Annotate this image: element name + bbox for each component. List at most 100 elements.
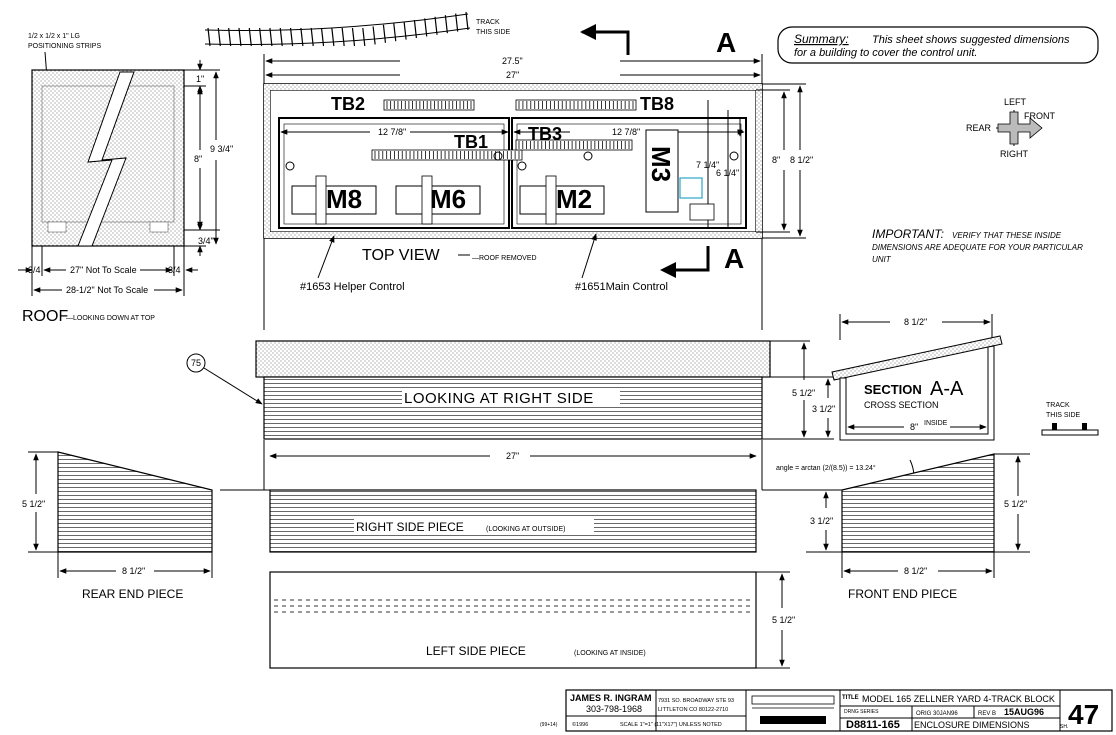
roof-dim-1: 1" [196,74,204,84]
summary-box: Summary: This sheet shows suggested dime… [777,26,1099,64]
roof-strips-label-1: 1/2 x 1/2 x 1" LG [28,33,80,40]
section-walls [839,345,995,441]
roof-strips-label-2: POSITIONING STRIPS [28,43,101,50]
summary-line1: This sheet shows suggested dimensions [872,34,1070,46]
right-piece-note: (LOOKING AT OUTSIDE) [486,526,565,533]
track-icon-right: TRACK THIS SIDE [1041,402,1099,436]
tb1-label: TB1 [454,132,488,152]
m3-module [645,129,679,213]
left-side-piece [269,571,757,669]
roof-dim-left-3-4: 3/4 [28,265,41,275]
dim-12-7-8-left: 12 7/8" [378,127,406,137]
track-icon-top: TRACK THIS SIDE [204,11,511,47]
right-side-view: LOOKING AT RIGHT SIDE 75 5 1/2" 3 1/2" [186,238,835,440]
tb-scale-note: SCALE 1"=1" (11"X17") UNLESS NOTED [620,722,722,728]
m6-label: M6 [430,184,466,214]
section-letters: A-A [930,378,964,400]
roof-subtitle: —LOOKING DOWN AT TOP [66,315,155,322]
top-dim-27-5: 27.5" [502,56,523,66]
right-side-view-label: LOOKING AT RIGHT SIDE [404,390,594,407]
important-note: IMPORTANT: VERIFY THAT THESE INSIDE DIME… [872,227,1083,264]
top-view-title: TOP VIEW [362,247,441,264]
front-height: 5 1/2" [1004,499,1027,509]
section-dim-8: 8" [910,422,918,432]
roof-edge [255,340,771,378]
tb-phone: 303-798-1968 [586,704,642,714]
top-dim-8-1-2: 8 1/2" [790,155,813,165]
roof-title: ROOF [22,308,68,325]
tb-small-code: (99+14) [540,722,558,728]
section-view: 8 1/2" SECTION A-A CROSS SECTION 8" INSI… [831,314,1003,441]
section-arrow-bottom: A [660,243,744,278]
compass-right: RIGHT [1000,149,1029,159]
m2-label: M2 [556,184,592,214]
tb-title-line2: ENCLOSURE DIMENSIONS [914,720,1030,730]
tb-sheet-number: 47 [1068,699,1099,730]
pieces-dim-27: 27" [506,451,519,461]
important-line1: VERIFY THAT THESE INSIDE [952,231,1062,240]
roof-dim-9-3-4: 9 3/4" [210,144,233,154]
break-symbol [77,71,135,247]
angle-note: angle = arctan (2/(8.5)) = 13.24° [776,464,876,472]
tb-rev-date: 15AUG96 [1004,707,1044,717]
pieces: 27" 5 1/2" 8 1/2" REAR END PIECE RIGHT S… [22,440,1030,669]
section-arrow-top: A [580,24,736,58]
section-dim-top: 8 1/2" [904,317,927,327]
m2-module [519,185,605,215]
front-inner-height: 3 1/2" [810,516,833,526]
compass-left: LEFT [1004,97,1027,107]
tb-author: JAMES R. INGRAM [570,693,652,703]
dim-6-1-4: 6 1/4" [716,168,739,178]
highlight-box [679,177,703,199]
important-line3: UNIT [872,255,892,264]
top-dim-8: 8" [772,155,780,165]
tb-title-line1: MODEL 165 ZELLNER YARD 4-TRACK BLOCK [862,694,1055,704]
positioning-strip-right [149,221,169,233]
tb-drawing-series-label: DRNG SERIES [844,709,879,715]
m8-module [291,185,377,215]
summary-line2: for a building to cover the control unit… [794,47,977,59]
right-piece-label: RIGHT SIDE PIECE [356,520,464,534]
roof-dim-3-4: 3/4" [198,236,214,246]
tb-sheet-label: SH. [1060,724,1068,730]
rear-width: 8 1/2" [122,566,145,576]
compass-rear: REAR [966,123,992,133]
front-width: 8 1/2" [904,566,927,576]
rear-end-piece [57,451,213,553]
tb-drawing-number: D8811-165 [846,719,900,731]
tb-rev: REV B [978,711,996,717]
track-top-line2: THIS SIDE [476,29,511,36]
callout-circle [186,353,206,373]
tb-title-label: TITLE [842,695,859,701]
top-view-subtitle: —ROOF REMOVED [472,255,537,262]
roof-dim-8: 8" [194,154,202,164]
m6-module [395,185,481,215]
compass: LEFT FRONT REAR RIGHT [966,97,1055,159]
top-dim-27: 27" [506,70,519,80]
locomotive-logo [751,695,835,724]
side-wall [263,376,763,440]
important-heading: IMPORTANT: [872,227,944,241]
tb-address1: 7931 SO. BROADWAY STE 93 [658,698,734,704]
rear-height: 5 1/2" [22,499,45,509]
main-control-label: #1651Main Control [575,281,668,293]
tb2-label: TB2 [331,94,365,114]
section-title: SECTION [864,382,922,397]
title-block: JAMES R. INGRAM 303-798-1968 7931 SO. BR… [540,689,1113,732]
dim-7-1-4: 7 1/4" [696,160,719,170]
positioning-strip-left [47,221,67,233]
section-roof [831,335,1003,381]
rear-label: REAR END PIECE [82,587,183,601]
roof-panel [31,69,185,247]
helper-control-label: #1653 Helper Control [300,281,405,293]
left-piece-label: LEFT SIDE PIECE [426,644,526,658]
section-letter-bottom: A [724,243,744,274]
tb8-label: TB8 [640,94,674,114]
tb-orig: ORIG 30JAN96 [916,711,958,717]
summary-heading: Summary: [794,32,849,46]
section-inside: INSIDE [924,420,948,427]
section-letter-top: A [716,27,736,58]
roof-dim-right-3-4: 3/4 [168,265,181,275]
tb-address2: LITTLETON CO 80122-2710 [658,707,728,713]
